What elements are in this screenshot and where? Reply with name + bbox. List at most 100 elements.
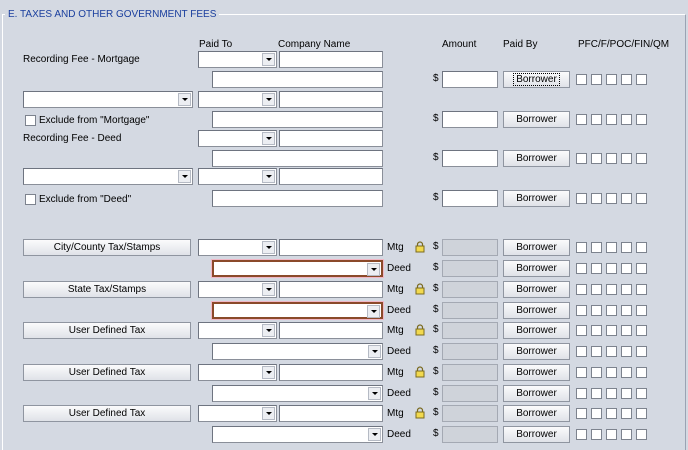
user-defined-tax-3-mtg-flag-checkbox-4[interactable]	[621, 408, 632, 419]
lock-icon[interactable]	[414, 241, 426, 253]
deed-fee-flag-checkbox-3[interactable]	[606, 153, 617, 164]
user-defined-tax-2-deed-flag-checkbox-5[interactable]	[636, 388, 647, 399]
city-county-tax-deed-flag-checkbox-2[interactable]	[591, 263, 602, 274]
deed-fee-type-dropdown[interactable]	[23, 168, 193, 185]
user-defined-tax-2-paid-to-dropdown[interactable]	[198, 364, 277, 381]
chevron-down-icon[interactable]	[262, 132, 275, 145]
mortgage-fee-2-flag-checkbox-1[interactable]	[576, 114, 587, 125]
chevron-down-icon[interactable]	[178, 170, 191, 183]
user-defined-tax-1-company-name-input[interactable]	[279, 322, 383, 339]
state-tax-mtg-paid-by-button[interactable]: Borrower	[503, 281, 570, 298]
user-defined-tax-2-deed-flag-checkbox-1[interactable]	[576, 388, 587, 399]
user-defined-tax-3-deed-paid-by-button[interactable]: Borrower	[503, 426, 570, 443]
mortgage-fee-paid-by-button[interactable]: Borrower	[503, 71, 570, 88]
deed-paid-to-dropdown-2[interactable]	[198, 168, 277, 185]
user-defined-tax-1-deed-flag-checkbox-2[interactable]	[591, 346, 602, 357]
user-defined-tax-1-mtg-paid-by-button[interactable]: Borrower	[503, 322, 570, 339]
state-tax-deed-flag-checkbox-4[interactable]	[621, 305, 632, 316]
state-tax-mtg-flag-checkbox-3[interactable]	[606, 284, 617, 295]
deed-fee-flag-checkbox-2[interactable]	[591, 153, 602, 164]
user-defined-tax-1-deed-dropdown[interactable]	[212, 343, 383, 360]
chevron-down-icon[interactable]	[368, 428, 381, 441]
user-defined-tax-2-deed-flag-checkbox-3[interactable]	[606, 388, 617, 399]
deed-fee-2-flag-checkbox-3[interactable]	[606, 193, 617, 204]
user-defined-tax-3-company-name-input[interactable]	[279, 405, 383, 422]
chevron-down-icon[interactable]	[262, 93, 275, 106]
chevron-down-icon[interactable]	[262, 407, 275, 420]
user-defined-tax-1-deed-flag-checkbox-4[interactable]	[621, 346, 632, 357]
deed-fee-paid-by-button[interactable]: Borrower	[503, 150, 570, 167]
user-defined-tax-2-mtg-flag-checkbox-4[interactable]	[621, 367, 632, 378]
mortgage-paid-to-dropdown-2[interactable]	[198, 91, 277, 108]
city-county-tax-mtg-paid-by-button[interactable]: Borrower	[503, 239, 570, 256]
city-county-tax-mtg-flag-checkbox-5[interactable]	[636, 242, 647, 253]
chevron-down-icon[interactable]	[262, 324, 275, 337]
mortgage-company-name-line4[interactable]	[212, 111, 383, 128]
mortgage-company-name-line2[interactable]	[212, 71, 383, 88]
city-county-tax-paid-to-dropdown[interactable]	[198, 239, 277, 256]
lock-icon[interactable]	[414, 283, 426, 295]
user-defined-tax-2-mtg-paid-by-button[interactable]: Borrower	[503, 364, 570, 381]
user-defined-tax-2-deed-flag-checkbox-4[interactable]	[621, 388, 632, 399]
chevron-down-icon[interactable]	[368, 345, 381, 358]
deed-fee-flag-checkbox-4[interactable]	[621, 153, 632, 164]
chevron-down-icon[interactable]	[367, 263, 380, 276]
user-defined-tax-2-deed-flag-checkbox-2[interactable]	[591, 388, 602, 399]
user-defined-tax-1-deed-flag-checkbox-3[interactable]	[606, 346, 617, 357]
user-defined-tax-2-company-name-input[interactable]	[279, 364, 383, 381]
chevron-down-icon[interactable]	[262, 241, 275, 254]
deed-company-name-input[interactable]	[279, 130, 383, 147]
state-tax-company-name-input[interactable]	[279, 281, 383, 298]
user-defined-tax-2-button[interactable]: User Defined Tax	[23, 364, 191, 381]
state-tax-deed-paid-by-button[interactable]: Borrower	[503, 302, 570, 319]
chevron-down-icon[interactable]	[178, 93, 191, 106]
mortgage-company-name-input[interactable]	[279, 51, 383, 68]
user-defined-tax-3-deed-flag-checkbox-5[interactable]	[636, 429, 647, 440]
mortgage-paid-to-dropdown[interactable]	[198, 51, 277, 68]
exclude-deed-checkbox[interactable]	[25, 194, 36, 205]
chevron-down-icon[interactable]	[262, 53, 275, 66]
deed-fee-2-paid-by-button[interactable]: Borrower	[503, 190, 570, 207]
deed-company-name-line2[interactable]	[212, 150, 383, 167]
user-defined-tax-2-deed-paid-by-button[interactable]: Borrower	[503, 385, 570, 402]
user-defined-tax-3-mtg-flag-checkbox-1[interactable]	[576, 408, 587, 419]
state-tax-deed-flag-checkbox-1[interactable]	[576, 305, 587, 316]
user-defined-tax-3-mtg-flag-checkbox-3[interactable]	[606, 408, 617, 419]
user-defined-tax-1-deed-flag-checkbox-5[interactable]	[636, 346, 647, 357]
chevron-down-icon[interactable]	[367, 305, 380, 318]
city-county-tax-deed-dropdown[interactable]	[212, 260, 383, 277]
deed-fee-2-flag-checkbox-2[interactable]	[591, 193, 602, 204]
chevron-down-icon[interactable]	[262, 283, 275, 296]
lock-icon[interactable]	[414, 366, 426, 378]
user-defined-tax-2-mtg-flag-checkbox-1[interactable]	[576, 367, 587, 378]
state-tax-mtg-flag-checkbox-5[interactable]	[636, 284, 647, 295]
user-defined-tax-3-paid-to-dropdown[interactable]	[198, 405, 277, 422]
state-tax-button[interactable]: State Tax/Stamps	[23, 281, 191, 298]
user-defined-tax-3-mtg-paid-by-button[interactable]: Borrower	[503, 405, 570, 422]
mortgage-fee-flag-checkbox-3[interactable]	[606, 74, 617, 85]
chevron-down-icon[interactable]	[262, 170, 275, 183]
user-defined-tax-1-mtg-flag-checkbox-3[interactable]	[606, 325, 617, 336]
state-tax-mtg-flag-checkbox-1[interactable]	[576, 284, 587, 295]
mortgage-fee-2-flag-checkbox-5[interactable]	[636, 114, 647, 125]
state-tax-deed-flag-checkbox-2[interactable]	[591, 305, 602, 316]
state-tax-mtg-flag-checkbox-2[interactable]	[591, 284, 602, 295]
deed-fee-2-flag-checkbox-1[interactable]	[576, 193, 587, 204]
user-defined-tax-1-paid-to-dropdown[interactable]	[198, 322, 277, 339]
user-defined-tax-1-deed-paid-by-button[interactable]: Borrower	[503, 343, 570, 360]
lock-icon[interactable]	[414, 324, 426, 336]
city-county-tax-deed-paid-by-button[interactable]: Borrower	[503, 260, 570, 277]
city-county-tax-deed-flag-checkbox-1[interactable]	[576, 263, 587, 274]
chevron-down-icon[interactable]	[262, 366, 275, 379]
chevron-down-icon[interactable]	[368, 387, 381, 400]
mortgage-fee-2-flag-checkbox-4[interactable]	[621, 114, 632, 125]
deed-paid-to-dropdown[interactable]	[198, 130, 277, 147]
user-defined-tax-1-mtg-flag-checkbox-2[interactable]	[591, 325, 602, 336]
deed-company-name-line3[interactable]	[279, 168, 383, 185]
user-defined-tax-1-mtg-flag-checkbox-5[interactable]	[636, 325, 647, 336]
lock-icon[interactable]	[414, 407, 426, 419]
user-defined-tax-3-deed-flag-checkbox-2[interactable]	[591, 429, 602, 440]
mortgage-fee-2-paid-by-button[interactable]: Borrower	[503, 111, 570, 128]
city-county-tax-mtg-flag-checkbox-1[interactable]	[576, 242, 587, 253]
user-defined-tax-3-mtg-flag-checkbox-5[interactable]	[636, 408, 647, 419]
